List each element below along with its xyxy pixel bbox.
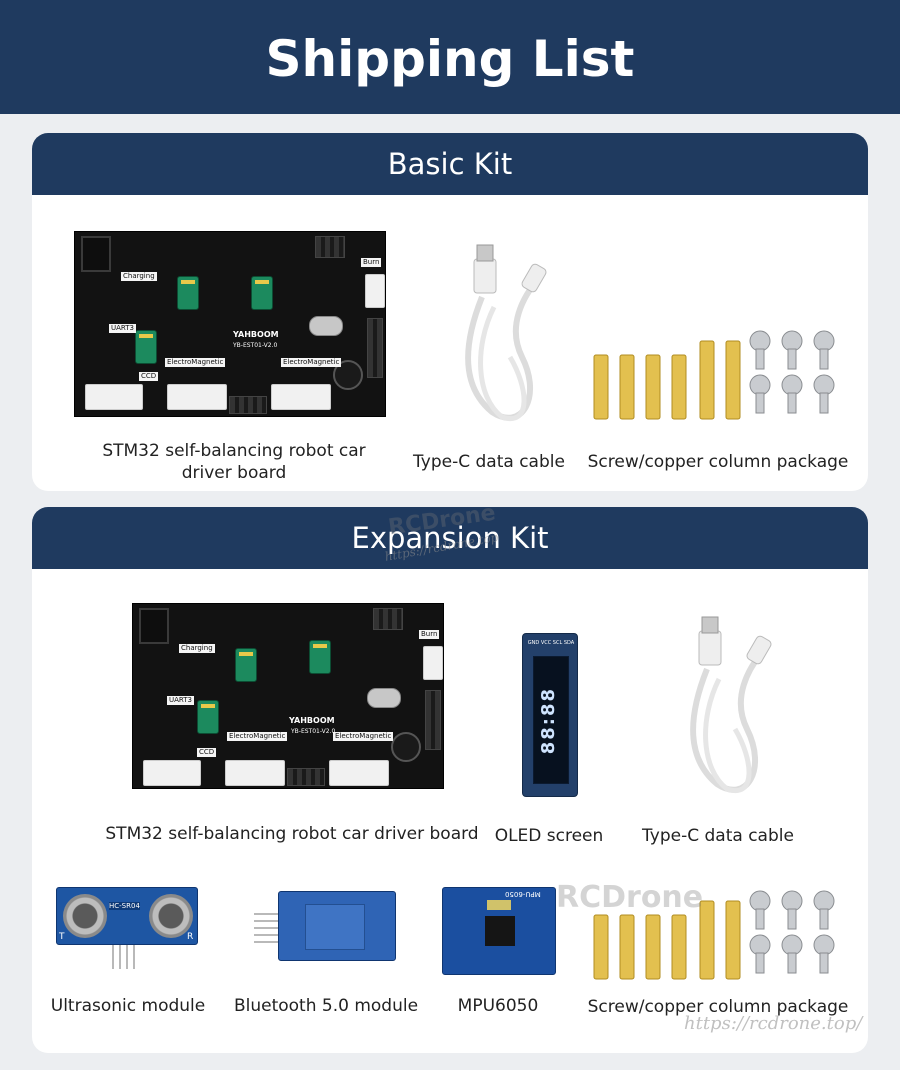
- board-logo: YAHBOOM: [289, 716, 335, 725]
- pin-header: [367, 318, 383, 378]
- bluetooth-module-image: [278, 891, 396, 961]
- crystal: [309, 316, 343, 336]
- ultrasonic-t-label: T: [59, 932, 65, 942]
- buzzer: [391, 732, 421, 762]
- basic-kit-title: Basic Kit: [32, 133, 868, 195]
- board-label: Burn: [361, 258, 382, 267]
- capacitor: [235, 648, 257, 682]
- exp-screw-caption: Screw/copper column package: [587, 997, 849, 1017]
- watermark-url-2: https://rcdrone.top/: [684, 1013, 863, 1034]
- pin-header: [287, 768, 325, 786]
- basic-board-caption-line2: driver board: [181, 463, 287, 483]
- driver-board-image: Charging UART3 CCD ElectroMagnetic Elect…: [74, 231, 386, 417]
- page-header: Shipping List: [0, 0, 900, 114]
- expansion-kit-title: Expansion Kit: [32, 507, 868, 569]
- board-label: CCD: [139, 372, 159, 381]
- pin-header: [315, 236, 345, 258]
- expansion-driver-board-image: Charging UART3 CCD ElectroMagnetic Elect…: [132, 603, 444, 789]
- capacitor: [197, 700, 219, 734]
- capacitor: [251, 276, 273, 310]
- board-label: ElectroMagnetic: [165, 358, 226, 367]
- dc-jack: [81, 236, 111, 272]
- bluetooth-pins: [254, 913, 280, 943]
- board-label: ElectroMagnetic: [281, 358, 342, 367]
- board-label: Burn: [419, 630, 440, 639]
- connector: [423, 646, 443, 680]
- oled-pin-labels: GND VCC SCL SDA: [527, 640, 575, 646]
- type-c-cable-image: [452, 237, 552, 433]
- exp-screw-column-image: [588, 889, 838, 993]
- oled-screen-image: GND VCC SCL SDA 88:88: [522, 633, 578, 797]
- board-label: UART3: [167, 696, 194, 705]
- expansion-kit-card: Expansion Kit Charging UART3 CCD Electro…: [32, 507, 868, 1053]
- board-label: UART3: [109, 324, 136, 333]
- ultrasonic-transducer: [63, 894, 107, 938]
- bluetooth-chip: [305, 904, 365, 950]
- page-title: Shipping List: [265, 30, 635, 88]
- board-model: YB-EST01-V2.0: [233, 342, 278, 349]
- board-model: YB-EST01-V2.0: [291, 728, 336, 735]
- board-label: CCD: [197, 748, 217, 757]
- ultrasonic-model-label: HC-SR04: [109, 902, 140, 910]
- capacitor: [135, 330, 157, 364]
- board-label: Charging: [179, 644, 215, 653]
- exp-cable-caption: Type-C data cable: [642, 826, 794, 846]
- ultrasonic-module-image: HC-SR04 T R: [56, 887, 198, 945]
- buzzer: [333, 360, 363, 390]
- mpu6050-image: MPU-6050: [442, 887, 556, 975]
- connector: [225, 760, 285, 786]
- ultrasonic-r-label: R: [187, 932, 194, 942]
- exp-board-caption: STM32 self-balancing robot car driver bo…: [105, 824, 479, 844]
- basic-cable-caption: Type-C data cable: [413, 452, 565, 472]
- connector: [365, 274, 385, 308]
- pin-header: [425, 690, 441, 750]
- board-logo: YAHBOOM: [233, 330, 279, 339]
- ultrasonic-transducer: [149, 894, 193, 938]
- basic-kit-card: Basic Kit Charging UART3 CCD ElectroMagn…: [32, 133, 868, 491]
- mpu-chip: [485, 916, 515, 946]
- exp-bluetooth-caption: Bluetooth 5.0 module: [233, 996, 419, 1016]
- mpu-model-label: MPU-6050: [505, 890, 541, 898]
- basic-board-caption-line1: STM32 self-balancing robot car: [102, 441, 366, 461]
- screw-column-image: [588, 329, 838, 433]
- exp-ultrasonic-caption: Ultrasonic module: [50, 996, 206, 1016]
- pin-header: [229, 396, 267, 414]
- pin-header: [373, 608, 403, 630]
- connector: [329, 760, 389, 786]
- exp-oled-caption: OLED screen: [494, 826, 604, 846]
- connector: [85, 384, 143, 410]
- oled-display: 88:88: [533, 656, 569, 784]
- board-label: ElectroMagnetic: [227, 732, 288, 741]
- exp-type-c-cable-image: [672, 609, 782, 805]
- connector: [143, 760, 201, 786]
- capacitor: [177, 276, 199, 310]
- dc-jack: [139, 608, 169, 644]
- board-label: Charging: [121, 272, 157, 281]
- ultrasonic-pins: [112, 945, 138, 969]
- watermark-rcdrone-2: RCDrone: [556, 880, 704, 915]
- crystal: [367, 688, 401, 708]
- basic-screw-caption: Screw/copper column package: [587, 452, 849, 472]
- connector: [167, 384, 227, 410]
- connector: [271, 384, 331, 410]
- mpu-crystal: [487, 900, 511, 910]
- board-label: ElectroMagnetic: [333, 732, 394, 741]
- capacitor: [309, 640, 331, 674]
- exp-mpu-caption: MPU6050: [457, 996, 539, 1016]
